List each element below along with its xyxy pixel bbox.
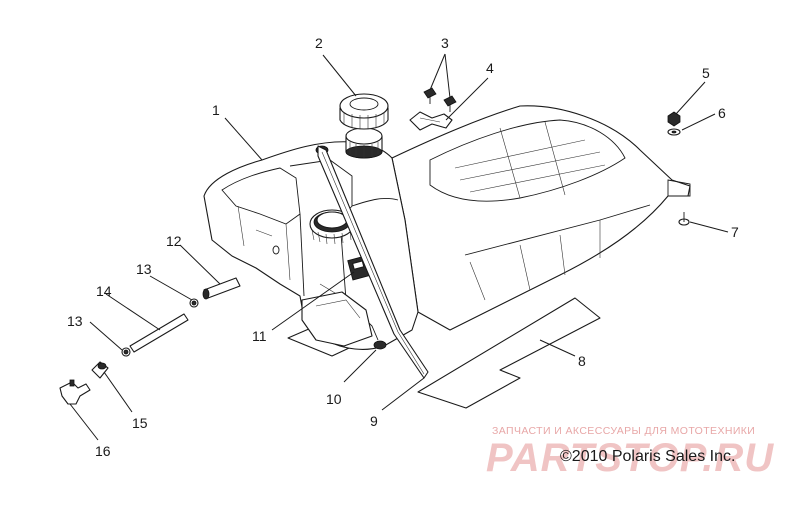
clamp-upper [189,298,199,308]
fuel-tank [203,141,419,350]
callout-4: 4 [486,60,494,76]
fitting-tube [202,277,241,300]
callout-9: 9 [370,413,378,429]
callout-16: 16 [95,443,111,459]
callout-15: 15 [132,415,148,431]
seat-panel [391,105,691,331]
leader-lines [69,53,729,441]
clamp-lower [121,347,131,357]
callout-10: 10 [326,391,342,407]
bracket [409,111,453,131]
callout-1: 1 [212,102,220,118]
callout-3: 3 [441,35,449,51]
filler-neck [345,127,383,159]
callout-labels: 1 2 3 4 5 6 7 8 9 10 11 12 13 13 14 15 1… [67,35,739,459]
washer [667,128,681,136]
watermark-tagline: ЗАПЧАСТИ И АКСЕССУАРЫ ДЛЯ МОТОТЕХНИКИ [492,425,756,437]
bolts [423,87,457,112]
watermark-brand: PARTSTOP.RU [486,436,775,480]
callout-13-upper: 13 [136,261,152,277]
callout-14: 14 [96,283,112,299]
callout-12: 12 [166,233,182,249]
callout-7: 7 [731,224,739,240]
fuel-line [129,313,189,353]
fuel-fitting [91,361,109,379]
callout-2: 2 [315,35,323,51]
fuel-valve [59,379,91,405]
callout-6: 6 [718,105,726,121]
callout-11: 11 [252,328,267,344]
fuel-cap [339,93,389,130]
vent-hose [317,145,429,379]
screw [678,212,690,226]
callout-13-lower: 13 [67,313,83,329]
nut [667,111,681,127]
copyright-notice: ©2010 Polaris Sales Inc. [560,448,736,465]
heat-shield-pad [417,297,601,409]
callout-8: 8 [578,353,586,369]
callout-5: 5 [702,65,710,81]
